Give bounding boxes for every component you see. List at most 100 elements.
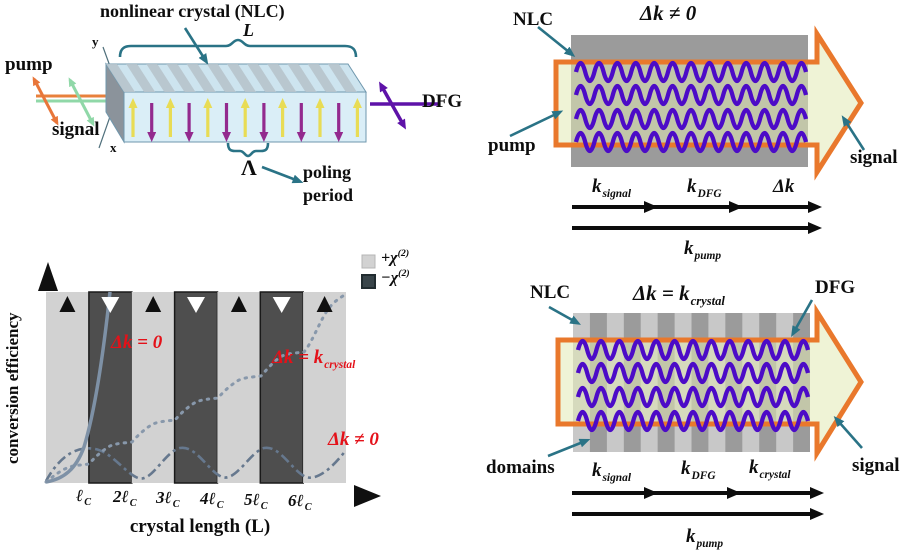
signal-callout-arrow xyxy=(833,416,863,449)
legend-positive-chi: +χ(2) xyxy=(381,248,410,267)
xtick-5lc: 5ℓC xyxy=(244,490,268,513)
band-down-triangle xyxy=(101,297,120,313)
band-down-triangle xyxy=(272,297,291,313)
xtick-2lc: 2ℓC xyxy=(113,487,137,510)
band-light xyxy=(303,292,346,483)
poling-label-line1: poling xyxy=(303,162,352,182)
domain-wall-wedge xyxy=(247,64,277,92)
band-up-triangle xyxy=(145,296,162,312)
xtick-4lc: 4ℓC xyxy=(200,489,224,512)
nlc-callout-arrow xyxy=(548,305,581,325)
signal-polarization-arrow xyxy=(68,77,95,127)
band-dark xyxy=(88,291,133,484)
crystal-length-label: L xyxy=(243,20,254,40)
lambda-label: Λ xyxy=(241,155,257,180)
qpm-schematic xyxy=(547,299,864,520)
pump-label: pump xyxy=(5,54,53,75)
domain-wall-wedge xyxy=(186,64,216,92)
domain-wall-wedge xyxy=(146,64,176,92)
dfg-wave xyxy=(573,107,809,131)
dfg-wave xyxy=(575,409,811,433)
legend-swatch-positive-chi xyxy=(361,254,376,269)
xtick-3lc: 3ℓC xyxy=(156,488,180,511)
qpm-title: Δk = kcrystal xyxy=(633,281,725,309)
nlc-callout-arrow xyxy=(183,27,209,65)
band-up-triangle xyxy=(59,296,76,312)
k-signal-label: ksignal xyxy=(592,460,631,484)
band-up-triangle xyxy=(230,296,247,312)
curve-label-dk-ne0: Δk ≠ 0 xyxy=(328,429,379,450)
signal-label: signal xyxy=(850,147,898,168)
band-dark xyxy=(259,291,304,484)
y-axis-arrowhead xyxy=(38,262,58,291)
domain-wall-wedge xyxy=(166,64,196,92)
k-dfg-label: kDFG xyxy=(687,176,722,200)
domain-wall-wedge xyxy=(327,64,357,92)
poling-label-line2: period xyxy=(303,185,354,205)
dfg-wave xyxy=(573,83,809,107)
domain-wall-wedge xyxy=(106,64,135,92)
domain-wall-wedges xyxy=(106,64,357,92)
curve-label-dk-kcrystal: Δk = kcrystal xyxy=(272,347,356,371)
y-axis-label: y xyxy=(92,34,99,49)
k-crystal-label: kcrystal xyxy=(749,457,791,481)
pump-label: pump xyxy=(488,135,536,156)
domain-wall-wedge xyxy=(287,64,317,92)
legend-swatch-negative-chi xyxy=(361,274,376,289)
k-signal-label: ksignal xyxy=(592,176,631,200)
domain-wall-wedge xyxy=(267,64,297,92)
x-axis-label: x xyxy=(110,140,117,155)
dfg-label: DFG xyxy=(422,91,463,112)
band-dark xyxy=(173,291,219,484)
domains-label: domains xyxy=(486,457,555,478)
xtick-6lc: 6ℓC xyxy=(288,491,312,514)
dfg-wave xyxy=(575,385,811,409)
curve-perfect-phase-match xyxy=(45,291,112,484)
pump-polarization-arrow xyxy=(32,76,59,126)
dfg-callout-arrow xyxy=(791,299,814,337)
band-up-triangle xyxy=(316,296,333,312)
curve-label-dk0: Δk = 0 xyxy=(111,332,163,353)
plot-xlabel: crystal length (L) xyxy=(129,516,271,537)
domain-wall-wedge xyxy=(206,64,236,92)
band-down-triangle xyxy=(187,297,205,313)
efficiency-plot xyxy=(38,254,381,507)
domain-polarity-arrows xyxy=(128,98,362,142)
poling-period-brace xyxy=(226,142,270,158)
curve-quasi-phase-match xyxy=(44,292,348,484)
npm-schematic xyxy=(509,25,866,234)
npm-title: Δk ≠ 0 xyxy=(640,1,697,25)
dfg-wave xyxy=(575,338,811,362)
nlc-label: NLC xyxy=(530,282,571,303)
dfg-waves xyxy=(575,338,811,433)
signal-label: signal xyxy=(852,455,900,476)
domains-callout-arrow xyxy=(547,438,591,458)
domain-wall-wedge xyxy=(307,64,337,92)
poling-callout-arrow xyxy=(261,165,304,184)
x-axis-arrowhead xyxy=(354,485,381,507)
dk-label: Δk xyxy=(773,176,795,197)
k-dfg-label: kDFG xyxy=(681,458,716,482)
band-light xyxy=(131,292,175,483)
length-brace xyxy=(118,38,358,58)
dfg-polarization-arrow xyxy=(379,81,406,130)
k-pump-label: kpump xyxy=(686,526,724,550)
band-light xyxy=(217,292,261,483)
nlc-title-label: nonlinear crystal (NLC) xyxy=(100,1,285,21)
nlc-label: NLC xyxy=(513,9,554,30)
signal-label: signal xyxy=(52,119,100,140)
nlc-callout-arrow xyxy=(537,25,576,58)
xtick-1lc: ℓC xyxy=(76,486,92,509)
dfg-waves xyxy=(573,60,809,154)
curve-phase-mismatch xyxy=(44,446,348,482)
legend-negative-chi: −χ(2) xyxy=(381,268,410,287)
pump-callout-arrow xyxy=(509,110,564,138)
dfg-label: DFG xyxy=(815,277,856,298)
signal-callout-arrow xyxy=(841,115,866,151)
dfg-wave xyxy=(573,130,809,154)
k-pump-label: kpump xyxy=(684,238,722,262)
plot-ylabel: conversion efficiency xyxy=(3,312,22,464)
dfg-wave xyxy=(573,60,809,84)
